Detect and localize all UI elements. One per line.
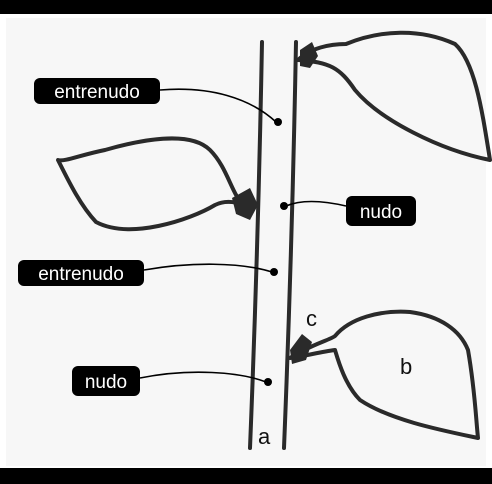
label-nudo-right: nudo (346, 196, 416, 226)
label-entrenudo-top-text: entrenudo (54, 82, 140, 103)
label-entrenudo-mid-text: entrenudo (38, 264, 124, 285)
label-nudo-bottom-text: nudo (85, 372, 127, 393)
letter-b-leaf: b (400, 354, 412, 379)
label-nudo-bottom: nudo (72, 366, 140, 396)
bottom-border-bar (0, 468, 492, 484)
letter-a-stem: a (258, 424, 271, 449)
letter-c-bud: c (306, 306, 317, 331)
top-border-bar (0, 0, 492, 14)
label-entrenudo-mid: entrenudo (18, 260, 144, 286)
label-nudo-right-text: nudo (360, 202, 402, 223)
label-entrenudo-top: entrenudo (34, 78, 160, 104)
